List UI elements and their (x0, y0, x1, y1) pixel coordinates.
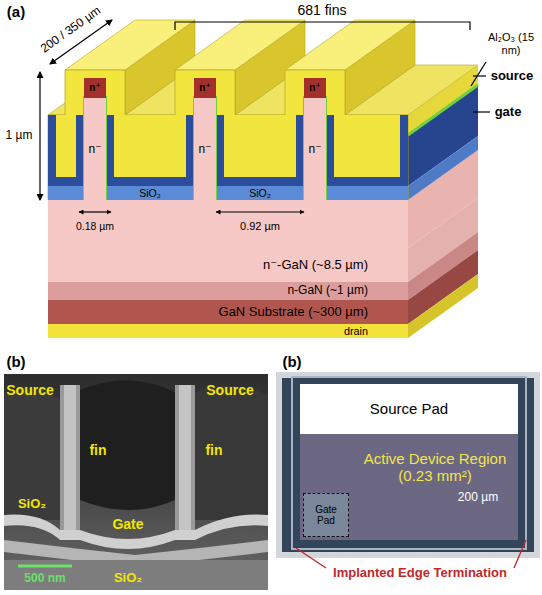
node-text: GaN Substrate (~300 µm) (219, 305, 368, 320)
doping-label: n⁺ (199, 82, 210, 94)
sio2-layer (106, 186, 194, 200)
dimension-label: 681 fins (297, 2, 346, 18)
doping-label: n⁺ (89, 82, 100, 94)
layer-label: source (491, 69, 534, 84)
gate-layer (106, 115, 194, 186)
fin-cross-section (48, 70, 408, 248)
sem-image (4, 374, 268, 590)
al2o3-liner (83, 96, 107, 200)
sem-label: fin (89, 442, 106, 458)
n-plus-cap (304, 78, 326, 98)
region-label: Implanted Edge Termination (333, 566, 507, 581)
fin-body (84, 98, 106, 200)
dimension-label: 200 / 350 µm (38, 4, 103, 56)
al2o3-liner (193, 96, 217, 200)
sem-label: Source (6, 382, 53, 398)
layer-label: Al₂O₃ (15 nm) (482, 31, 540, 56)
source-fill (334, 115, 400, 177)
fin-body (304, 98, 326, 200)
panel-letter: (a) (7, 3, 25, 20)
source-pad: Source Pad (300, 384, 518, 434)
chip-photo (276, 372, 540, 558)
node-text: n-GaN (~1 µm) (287, 284, 368, 298)
sem-label: Gate (112, 516, 143, 532)
panel-letter: (b) (282, 353, 301, 370)
layer-label: gate (495, 105, 522, 120)
gate-layer (48, 115, 84, 186)
scale-bar-label: 200 µm (458, 491, 498, 505)
fin-top-face (175, 20, 305, 70)
node-text: drain (344, 325, 368, 337)
doping-label: n⁻ (308, 143, 321, 157)
layer-label: SiO₂ (249, 187, 271, 199)
dimension-lines (40, 20, 490, 212)
dimension-label: 1 µm (6, 129, 33, 143)
gate-layer (326, 115, 408, 186)
panel-letter: (b) (6, 353, 25, 370)
doping-label: n⁻ (88, 143, 101, 157)
gate-layer (216, 115, 304, 186)
doping-label: n⁻ (198, 143, 211, 157)
doping-label: n⁺ (309, 82, 320, 94)
fins (83, 78, 327, 200)
dimension-label: 0.18 µm (76, 220, 114, 232)
drift-layer-band: n⁻-GaN (~8.5 µm) (48, 248, 408, 282)
sio2-layer (48, 186, 84, 200)
al2o3-liner (303, 96, 327, 200)
scale-bar-label: 500 nm (24, 572, 65, 586)
n-plus-cap (84, 78, 106, 98)
layer-label: SiO₂ (139, 187, 161, 199)
node-text: Active Device Region (0.23 mm²) (360, 450, 510, 485)
source-fill (224, 115, 296, 177)
dimension-label: 0.92 µm (240, 220, 280, 233)
sem-label: SiO₂ (18, 497, 46, 512)
fin-body (194, 98, 216, 200)
node-text: Source Pad (370, 400, 448, 417)
sem-label: fin (205, 442, 222, 458)
gate-pad: Gate Pad (303, 493, 349, 537)
n-plus-cap (194, 78, 216, 98)
node-text: Gate Pad (306, 504, 346, 527)
sio2-layer (326, 186, 408, 200)
sem-label: SiO₂ (114, 571, 142, 586)
n-gan-layer-band: n-GaN (~1 µm) (48, 282, 408, 300)
source-fill (114, 115, 186, 177)
sio2-layer (216, 186, 304, 200)
sem-label: Source (206, 382, 253, 398)
edge-termination-leaders (296, 540, 526, 568)
drain-band: drain (48, 324, 408, 338)
fin-top-face (285, 20, 415, 70)
node-text: n⁻-GaN (~8.5 µm) (263, 258, 368, 273)
substrate-band: GaN Substrate (~300 µm) (48, 300, 408, 324)
source-fill (56, 115, 76, 177)
